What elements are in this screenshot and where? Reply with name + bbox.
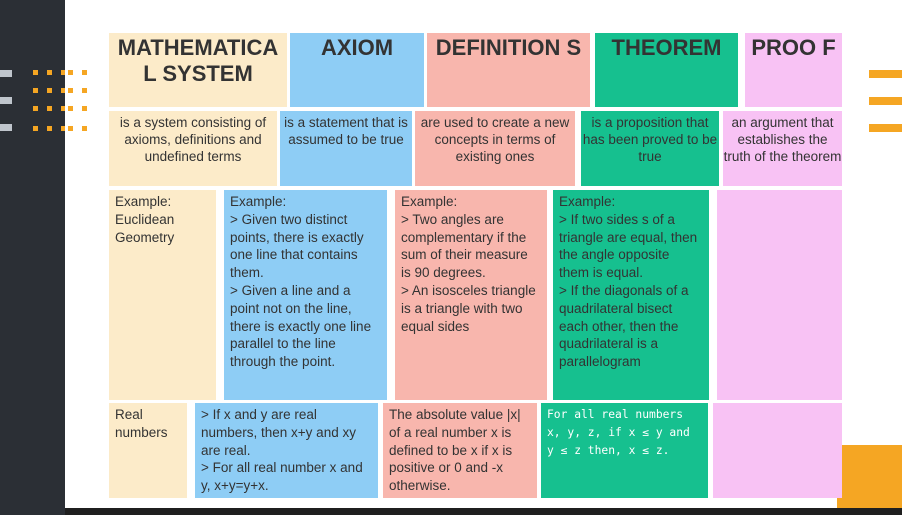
decor-dot bbox=[33, 88, 38, 93]
real-definitions: The absolute value |x| of a real number … bbox=[383, 403, 537, 498]
decor-dot bbox=[61, 88, 66, 93]
real-axiom: > If x and y are real numbers, then x+y … bbox=[195, 403, 378, 498]
decor-dot bbox=[68, 106, 73, 111]
decor-dot bbox=[61, 106, 66, 111]
definition-proof: an argument that establishes the truth o… bbox=[723, 111, 842, 186]
decor-bar bbox=[0, 97, 12, 104]
definition-axiom: is a statement that is assumed to be tru… bbox=[280, 111, 412, 186]
decor-dot bbox=[47, 70, 52, 75]
decor-dot bbox=[82, 88, 87, 93]
decor-dot bbox=[33, 70, 38, 75]
definition-theorem: is a proposition that has been proved to… bbox=[581, 111, 719, 186]
example-axiom: Example: > Given two distinct points, th… bbox=[224, 190, 387, 400]
header-axiom: AXIOM bbox=[290, 33, 424, 107]
example-math-system: Example: Euclidean Geometry bbox=[109, 190, 216, 400]
decor-dot bbox=[82, 106, 87, 111]
decor-dot bbox=[82, 70, 87, 75]
header-definitions: DEFINITION S bbox=[427, 33, 590, 107]
decor-block bbox=[837, 445, 902, 508]
header-math-system: MATHEMATICA L SYSTEM bbox=[109, 33, 287, 107]
slide-canvas: MATHEMATICA L SYSTEM AXIOM DEFINITION S … bbox=[65, 0, 902, 508]
example-proof bbox=[717, 190, 842, 400]
real-theorem: For all real numbers x, y, z, if x ≤ y a… bbox=[541, 403, 708, 498]
definition-definitions: are used to create a new concepts in ter… bbox=[415, 111, 575, 186]
example-definitions: Example: > Two angles are complementary … bbox=[395, 190, 547, 400]
decor-dot bbox=[61, 70, 66, 75]
left-dark-panel bbox=[0, 0, 66, 515]
definition-math-system: is a system consisting of axioms, defini… bbox=[109, 111, 277, 186]
decor-dot bbox=[61, 126, 66, 131]
decor-dot bbox=[33, 126, 38, 131]
header-theorem: THEOREM bbox=[595, 33, 738, 107]
decor-dot bbox=[68, 126, 73, 131]
decor-dot bbox=[47, 88, 52, 93]
decor-dot bbox=[68, 70, 73, 75]
decor-bar bbox=[869, 70, 902, 78]
decor-dot bbox=[33, 106, 38, 111]
decor-bar bbox=[869, 124, 902, 132]
example-theorem: Example: > If two sides s of a triangle … bbox=[553, 190, 709, 400]
header-proof: PROO F bbox=[745, 33, 842, 107]
decor-bar bbox=[0, 124, 12, 131]
decor-bar bbox=[869, 97, 902, 105]
decor-dot bbox=[47, 106, 52, 111]
real-math-system: Real numbers bbox=[109, 403, 187, 498]
decor-dot bbox=[82, 126, 87, 131]
decor-bar bbox=[0, 70, 12, 77]
decor-dot bbox=[68, 88, 73, 93]
decor-dot bbox=[47, 126, 52, 131]
real-proof bbox=[713, 403, 842, 498]
